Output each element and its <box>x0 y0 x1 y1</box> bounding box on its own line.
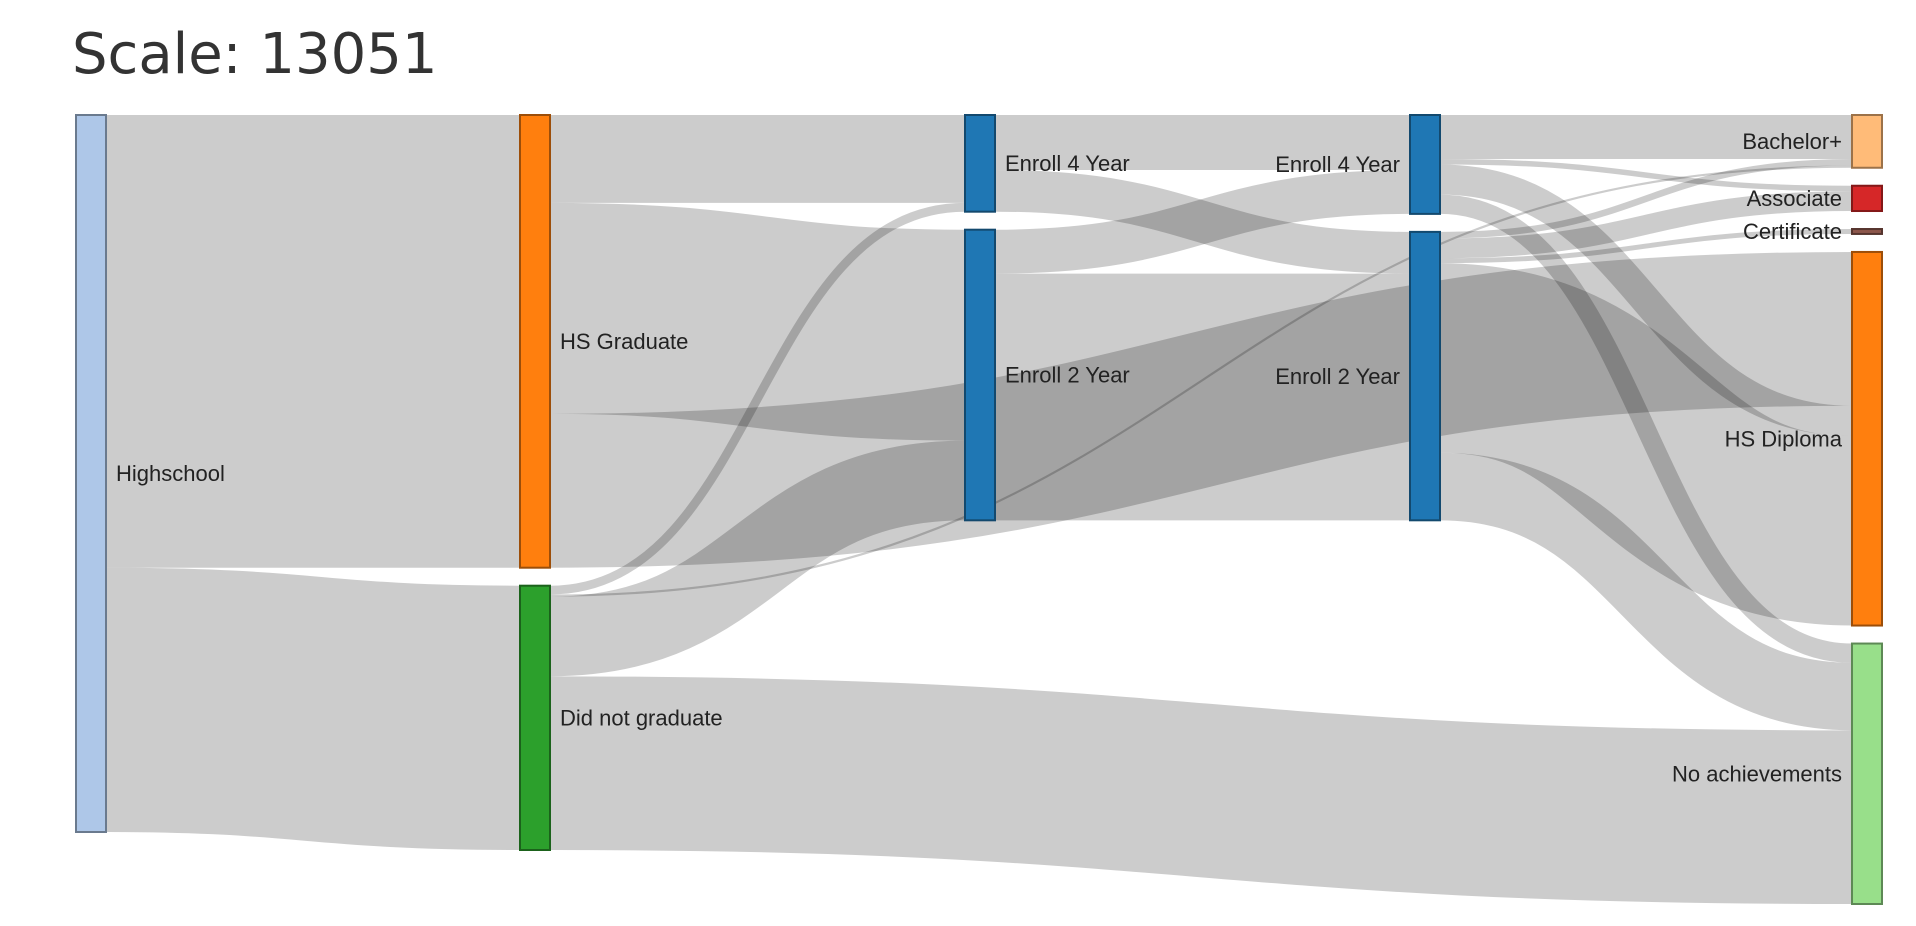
link-enroll2_b-to-no_achievements[interactable] <box>1439 452 1853 731</box>
node-label-bachelor: Bachelor+ <box>1742 129 1842 154</box>
node-rect-enroll4_a[interactable] <box>964 114 996 213</box>
node-bachelor[interactable] <box>1851 114 1883 169</box>
node-label-enroll4_a: Enroll 4 Year <box>1005 151 1130 176</box>
link-enroll4_b-to-associate[interactable] <box>1439 158 1853 192</box>
node-label-no_achievements: No achievements <box>1672 761 1842 786</box>
node-no_achievements[interactable] <box>1851 642 1883 905</box>
node-rect-enroll2_b[interactable] <box>1409 230 1441 522</box>
link-enroll2_b-to-associate[interactable] <box>1439 191 1853 259</box>
node-rect-no_achievements[interactable] <box>1851 642 1883 905</box>
node-label-enroll2_a: Enroll 2 Year <box>1005 363 1130 388</box>
link-hs_graduate-to-hs_diploma[interactable] <box>549 251 1853 568</box>
node-rect-did_not_graduate[interactable] <box>519 584 551 852</box>
link-enroll2_b-to-certificate[interactable] <box>1439 229 1853 264</box>
node-rect-bachelor[interactable] <box>1851 114 1883 169</box>
node-enroll4_b[interactable] <box>1409 114 1441 215</box>
node-label-hs_diploma: HS Diploma <box>1725 426 1843 451</box>
node-label-associate: Associate <box>1747 186 1842 211</box>
node-certificate[interactable] <box>1851 228 1883 235</box>
link-enroll4_a-to-enroll2_b[interactable] <box>994 169 1411 274</box>
node-enroll2_a[interactable] <box>964 228 996 522</box>
link-did_not_graduate-to-bachelor[interactable] <box>549 165 1853 597</box>
link-did_not_graduate-to-enroll4_a[interactable] <box>549 202 966 595</box>
node-rect-associate[interactable] <box>1851 184 1883 213</box>
node-label-enroll2_b: Enroll 2 Year <box>1275 364 1400 389</box>
node-rect-enroll2_a[interactable] <box>964 228 996 522</box>
node-label-certificate: Certificate <box>1743 219 1842 244</box>
node-hs_diploma[interactable] <box>1851 250 1883 627</box>
links-layer <box>105 114 1855 904</box>
nodes-layer <box>75 114 1883 905</box>
node-rect-highschool[interactable] <box>75 114 107 833</box>
node-label-did_not_graduate: Did not graduate <box>560 706 723 731</box>
link-enroll2_b-to-hs_diploma[interactable] <box>1437 263 1855 626</box>
node-rect-enroll4_b[interactable] <box>1409 114 1441 215</box>
node-hs_graduate[interactable] <box>519 114 551 569</box>
link-highschool-to-did_not_graduate[interactable] <box>105 567 521 850</box>
node-highschool[interactable] <box>75 114 107 833</box>
chart-title: Scale: 13051 <box>72 22 438 87</box>
link-did_not_graduate-to-enroll2_a[interactable] <box>549 440 966 677</box>
node-label-hs_graduate: HS Graduate <box>560 329 688 354</box>
node-label-enroll4_b: Enroll 4 Year <box>1275 152 1400 177</box>
node-associate[interactable] <box>1851 184 1883 213</box>
link-enroll2_a-to-enroll4_b[interactable] <box>994 169 1411 274</box>
node-enroll2_b[interactable] <box>1409 230 1441 522</box>
node-enroll4_a[interactable] <box>964 114 996 213</box>
node-rect-certificate[interactable] <box>1851 228 1883 235</box>
node-label-highschool: Highschool <box>116 461 225 486</box>
node-rect-hs_graduate[interactable] <box>519 114 551 569</box>
link-hs_graduate-to-enroll2_a[interactable] <box>549 202 966 441</box>
node-rect-hs_diploma[interactable] <box>1851 250 1883 627</box>
node-did_not_graduate[interactable] <box>519 584 551 852</box>
link-enroll2_b-to-bachelor[interactable] <box>1439 158 1853 239</box>
link-enroll4_b-to-no_achievements[interactable] <box>1439 194 1853 663</box>
link-enroll4_b-to-hs_diploma[interactable] <box>1439 164 1853 437</box>
link-did_not_graduate-to-no_achievements[interactable] <box>549 676 1853 904</box>
